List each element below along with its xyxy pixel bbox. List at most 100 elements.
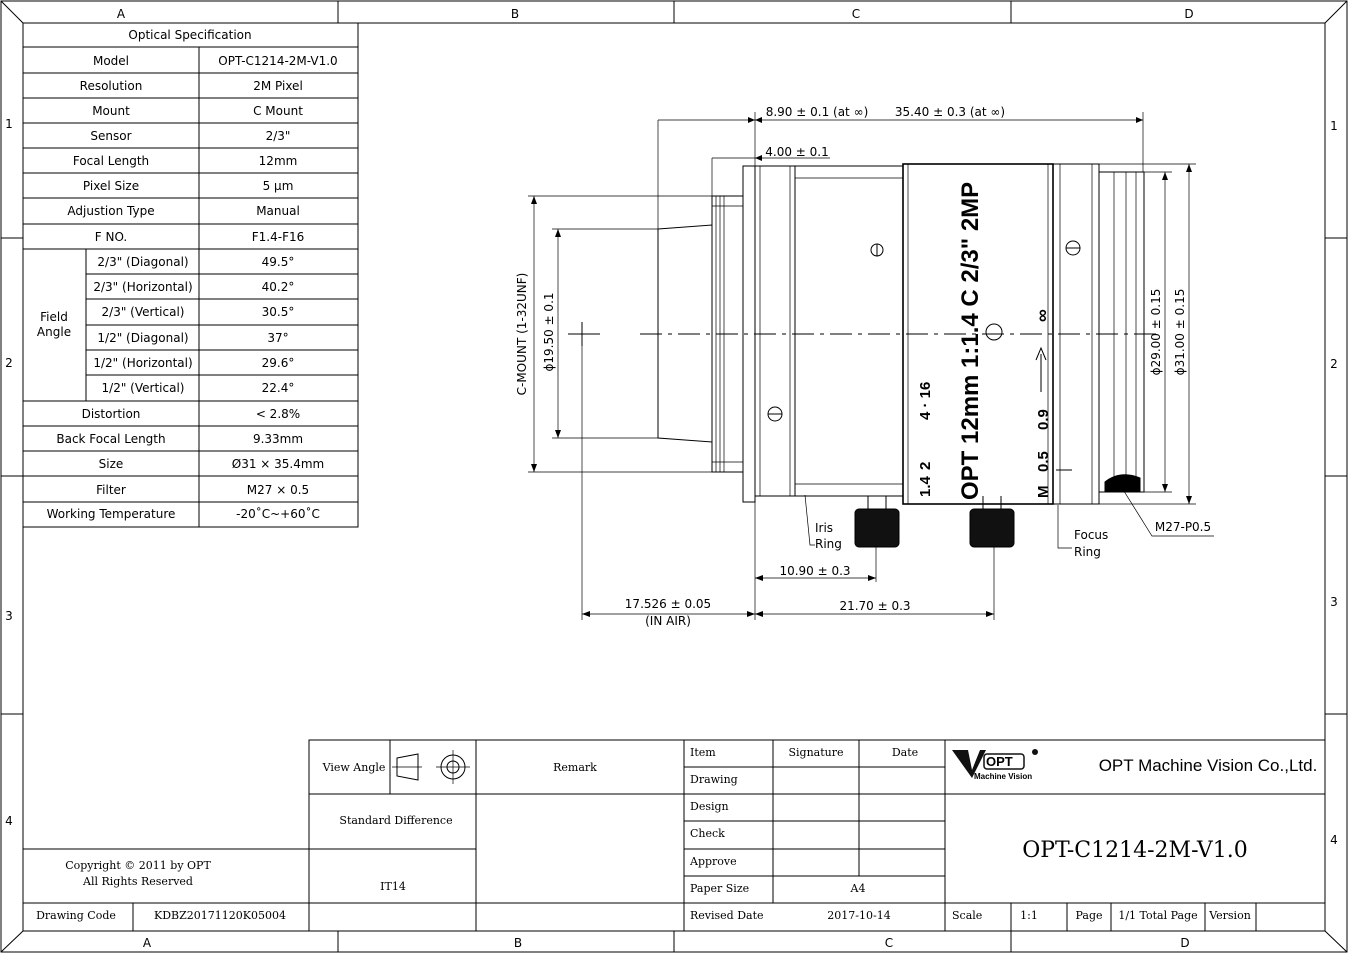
spec-value-mount: C Mount bbox=[253, 104, 303, 118]
spec-value-adjustion-type: Manual bbox=[256, 204, 300, 218]
field-angle-row-value: 37° bbox=[267, 331, 288, 345]
spec-value-focal-length: 12mm bbox=[259, 154, 298, 168]
spec-label-working-temperature: Working Temperature bbox=[47, 507, 176, 521]
spec-label-mount: Mount bbox=[92, 104, 130, 118]
focus-scale-mark: ∞ bbox=[1032, 309, 1052, 322]
field-angle-row-label: 2/3" (Vertical) bbox=[102, 305, 185, 319]
iris-scale-mark: 2 bbox=[917, 462, 934, 470]
spec-label-distortion: Distortion bbox=[82, 407, 141, 421]
version-label: Version bbox=[1208, 909, 1251, 922]
spec-value-model: OPT-C1214-2M-V1.0 bbox=[218, 54, 337, 68]
dimension-lines bbox=[528, 112, 1214, 620]
dim-flange-offset: 8.90 ± 0.1 (at ∞) bbox=[766, 105, 869, 119]
zone-label-bottom-a: A bbox=[143, 936, 152, 950]
focus-ring-label: Ring bbox=[1074, 545, 1101, 559]
zone-label-top-d: D bbox=[1184, 7, 1193, 21]
spec-value-resolution: 2M Pixel bbox=[253, 79, 303, 93]
zone-label-right-1: 1 bbox=[1330, 119, 1338, 133]
dim-flange-back: 17.526 ± 0.05 bbox=[625, 597, 711, 611]
iris-scale-mark: 1.4 bbox=[917, 475, 934, 497]
spec-value-f-no: F1.4-F16 bbox=[252, 230, 305, 244]
dim-rear-diameter: ϕ19.50 ± 0.1 bbox=[542, 292, 556, 371]
dim-focus-ring-position: 21.70 ± 0.3 bbox=[839, 599, 910, 613]
remark-label: Remark bbox=[553, 761, 597, 774]
field-angle-row-value: 30.5° bbox=[262, 305, 295, 319]
zone-label-left-2: 2 bbox=[5, 356, 13, 370]
zone-label-right-3: 3 bbox=[1330, 595, 1338, 609]
check-row-label: Check bbox=[690, 827, 725, 840]
company-name: OPT Machine Vision Co.,Ltd. bbox=[1099, 756, 1318, 775]
signature-header: Signature bbox=[788, 746, 843, 759]
projection-symbol-icon bbox=[392, 750, 470, 784]
dim-c-mount-thread: C-MOUNT (1-32UNF) bbox=[515, 273, 529, 396]
spec-value-sensor: 2/3" bbox=[266, 129, 291, 143]
dim-mount-thread-length: 4.00 ± 0.1 bbox=[765, 145, 829, 159]
date-header: Date bbox=[892, 746, 918, 759]
focus-ring-label: Focus bbox=[1074, 528, 1108, 542]
page-value: 1/1 Total Page bbox=[1118, 909, 1197, 922]
spec-title: Optical Specification bbox=[128, 28, 251, 42]
revised-date-value: 2017-10-14 bbox=[827, 909, 890, 922]
spec-value-size: Ø31 × 35.4mm bbox=[232, 457, 325, 471]
scale-label: Scale bbox=[952, 909, 982, 922]
zone-label-bottom-b: B bbox=[514, 936, 522, 950]
lens-side-view bbox=[568, 163, 1160, 548]
iris-ring-label: Ring bbox=[815, 537, 842, 551]
field-angle-row-label: 1/2" (Diagonal) bbox=[97, 331, 188, 345]
dim-iris-ring-position: 10.90 ± 0.3 bbox=[779, 564, 850, 578]
zone-label-top-a: A bbox=[117, 7, 126, 21]
item-header: Item bbox=[690, 746, 716, 759]
dim-overall-length: 35.40 ± 0.3 (at ∞) bbox=[895, 105, 1005, 119]
spec-label-model: Model bbox=[93, 54, 129, 68]
paper-size-value: A4 bbox=[850, 882, 866, 895]
logo-subtitle: Machine Vision bbox=[974, 772, 1032, 781]
approve-row-label: Approve bbox=[689, 855, 737, 868]
view-angle-label: View Angle bbox=[322, 761, 386, 774]
dim-in-air-note: (IN AIR) bbox=[645, 614, 691, 628]
spec-value-distortion: < 2.8% bbox=[256, 407, 300, 421]
copyright-line: Copyright © 2011 by OPT bbox=[65, 859, 211, 872]
zone-label-right-4: 4 bbox=[1330, 833, 1338, 847]
field-angle-row-label: 1/2" (Horizontal) bbox=[93, 356, 192, 370]
design-row-label: Design bbox=[690, 800, 729, 813]
iris-ring-label: Iris bbox=[815, 521, 833, 535]
spec-value-working-temperature: -20˚C~+60˚C bbox=[236, 506, 320, 521]
lens-model-marking: OPT 12mm 1:1.4 C 2/3" 2MP bbox=[957, 182, 984, 500]
spec-label-filter: Filter bbox=[96, 483, 126, 497]
field-angle-row-value: 40.2° bbox=[262, 280, 295, 294]
spec-label-adjustion-type: Adjustion Type bbox=[67, 204, 154, 218]
spec-label-sensor: Sensor bbox=[90, 129, 131, 143]
zone-label-right-2: 2 bbox=[1330, 357, 1338, 371]
zone-label-left-1: 1 bbox=[5, 117, 13, 131]
spec-label-f-no: F NO. bbox=[95, 230, 127, 244]
dim-outer-diameter: ϕ31.00 ± 0.15 bbox=[1173, 289, 1187, 376]
field-angle-row-value: 49.5° bbox=[262, 255, 295, 269]
title-block-grid bbox=[23, 739, 1326, 932]
iris-scale-mark: 4 · 16 bbox=[917, 382, 934, 420]
focus-scale-mark: 0.5 bbox=[1035, 451, 1052, 472]
field-angle-label-2: Angle bbox=[37, 325, 71, 339]
drawing-code-value: KDBZ20171120K05004 bbox=[154, 909, 286, 922]
zone-label-bottom-c: C bbox=[885, 936, 893, 950]
field-angle-row-label: 2/3" (Diagonal) bbox=[97, 255, 188, 269]
drawing-number: OPT-C1214-2M-V1.0 bbox=[1022, 838, 1248, 863]
field-angle-row-label: 2/3" (Horizontal) bbox=[93, 280, 192, 294]
zone-label-top-b: B bbox=[511, 7, 519, 21]
spec-label-pixel-size: Pixel Size bbox=[83, 179, 139, 193]
spec-label-size: Size bbox=[99, 457, 124, 471]
spec-value-filter: M27 × 0.5 bbox=[247, 483, 309, 497]
zone-label-left-4: 4 bbox=[5, 814, 13, 828]
paper-size-label: Paper Size bbox=[690, 882, 749, 895]
spec-label-focal-length: Focal Length bbox=[73, 154, 149, 168]
field-angle-row-value: 29.6° bbox=[262, 356, 295, 370]
dim-thread-diameter: ϕ29.00 ± 0.15 bbox=[1149, 289, 1163, 376]
standard-difference-label: Standard Difference bbox=[339, 814, 452, 827]
spec-table-grid bbox=[22, 22, 359, 528]
copyright-line: All Rights Reserved bbox=[82, 875, 193, 888]
spec-label-back-focal-length: Back Focal Length bbox=[56, 432, 165, 446]
focus-scale-mark: 0.9 bbox=[1035, 409, 1052, 430]
drawing-code-label: Drawing Code bbox=[36, 909, 116, 922]
opt-logo-icon bbox=[952, 749, 1038, 778]
